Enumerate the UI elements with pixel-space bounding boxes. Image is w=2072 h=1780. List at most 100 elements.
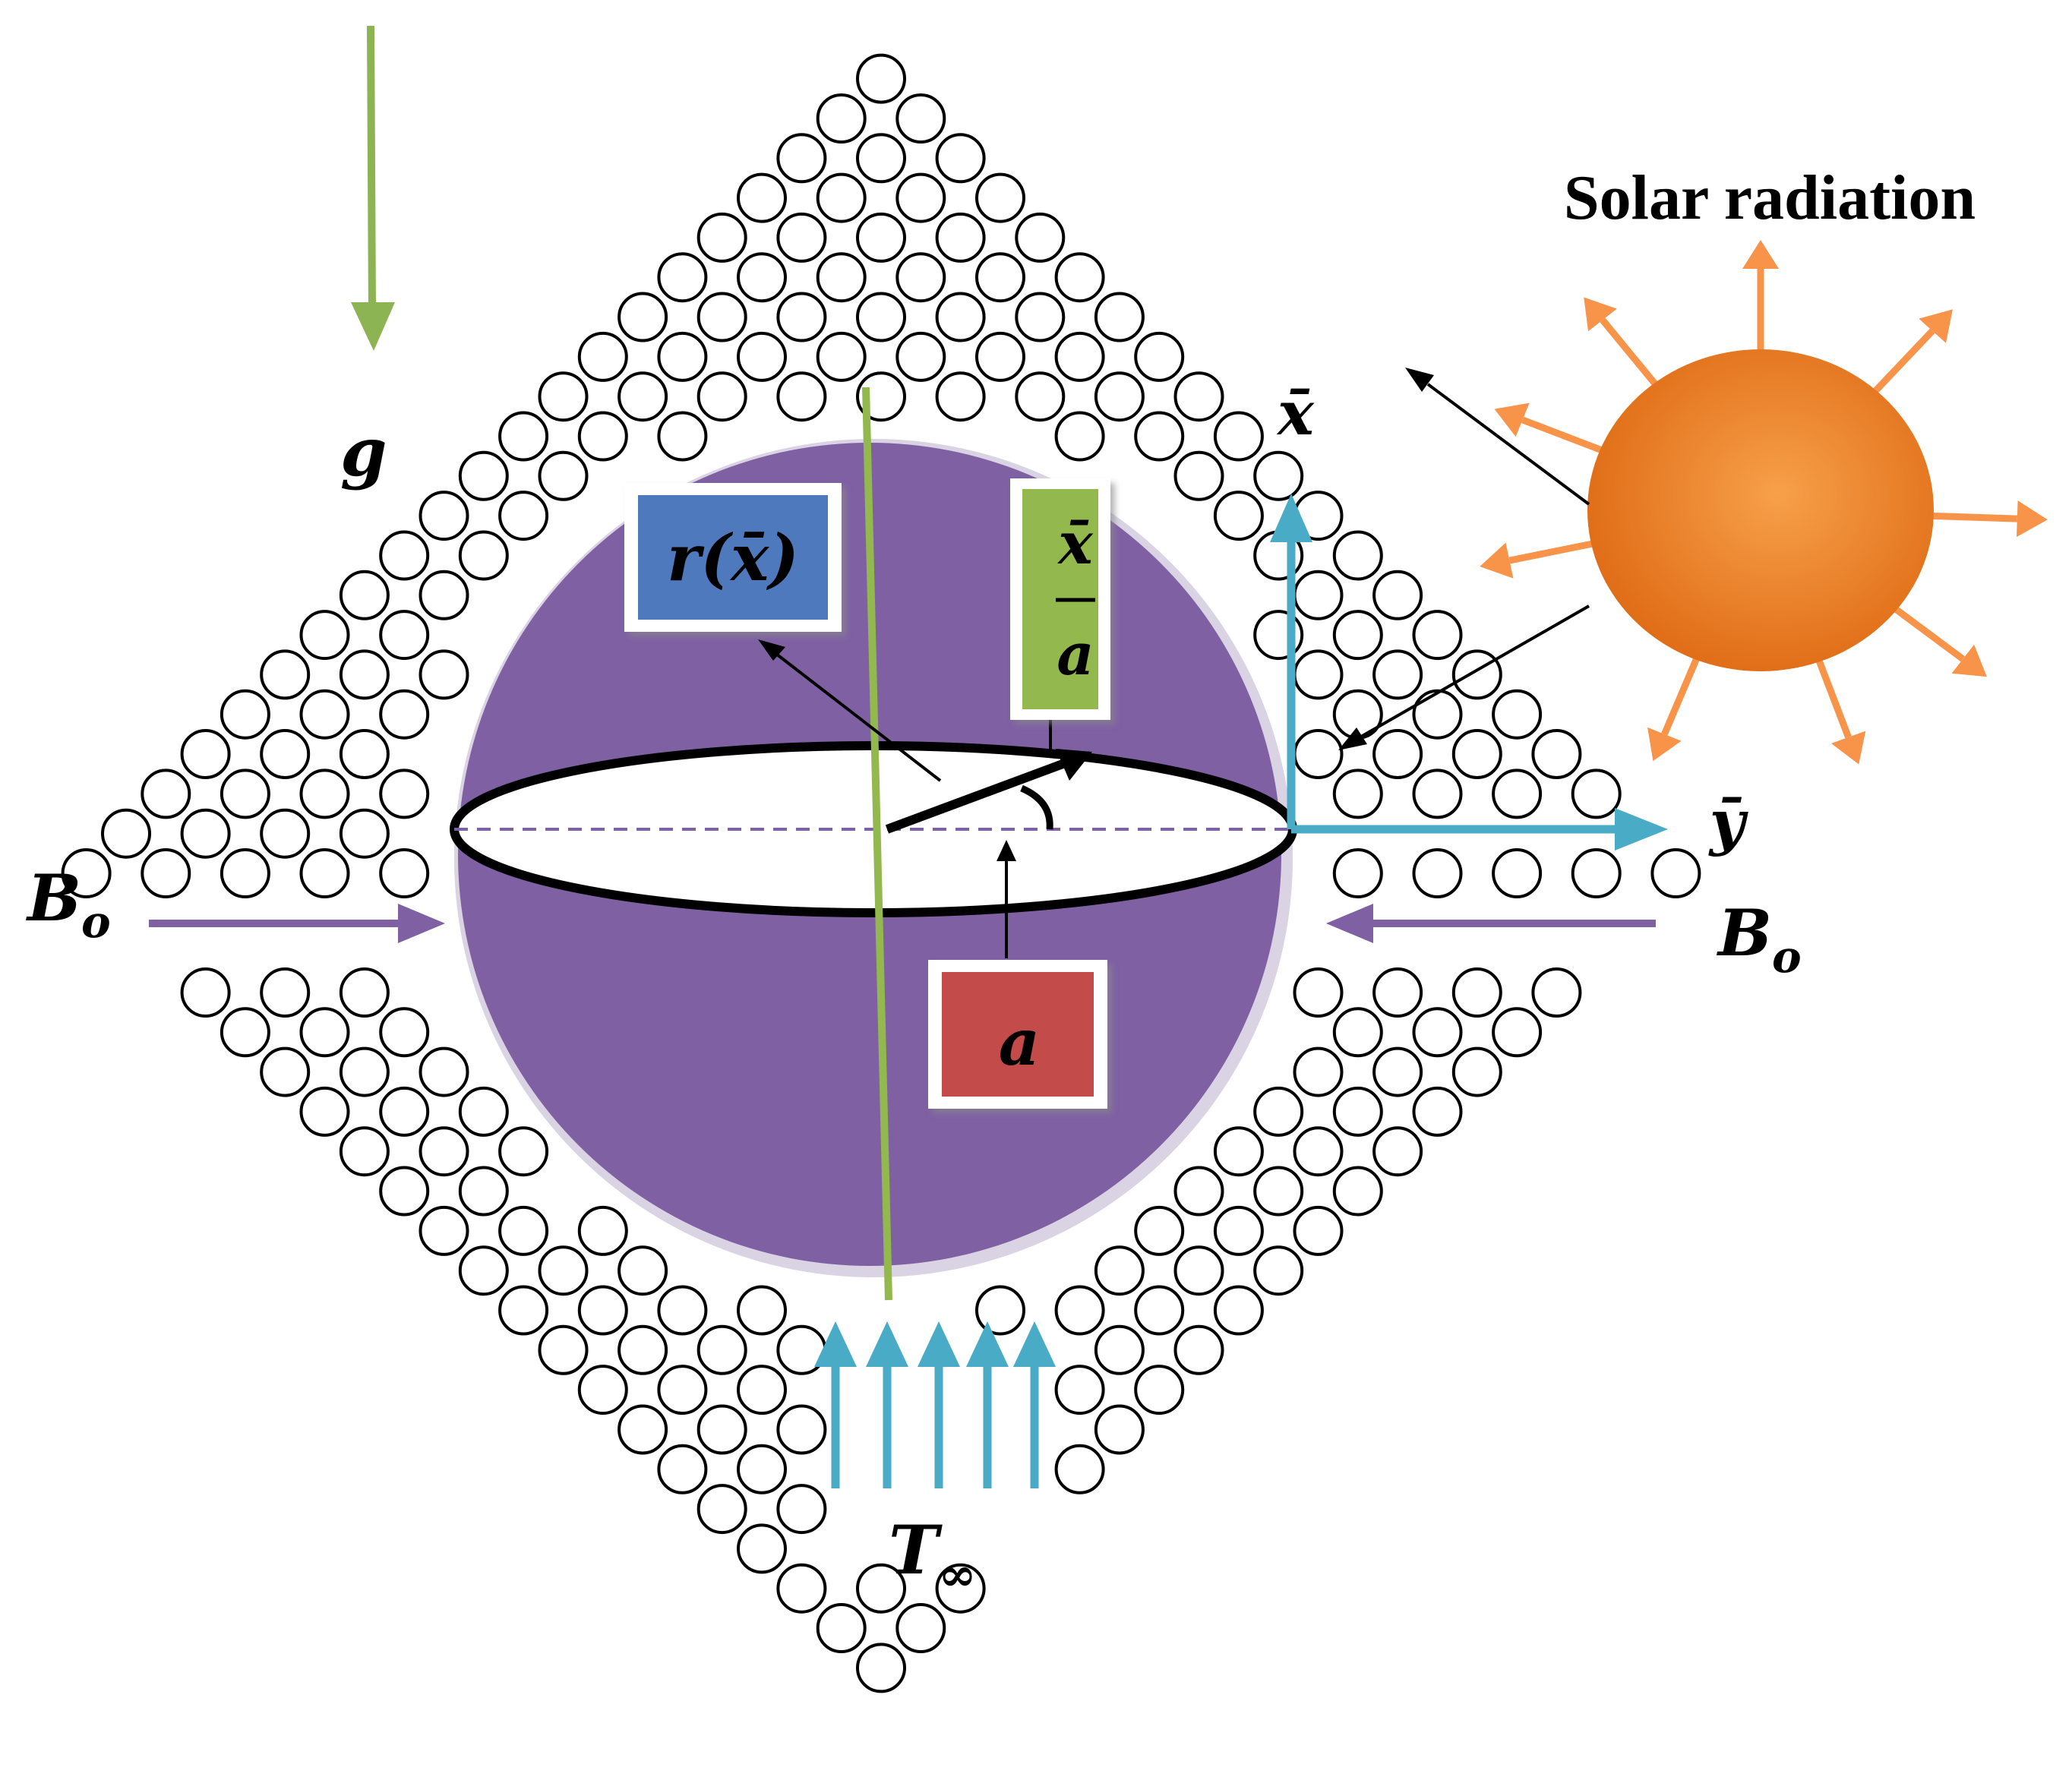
porous-dot-170 bbox=[1293, 1126, 1344, 1177]
porous-dot-74 bbox=[1015, 292, 1066, 342]
porous-dot-70 bbox=[379, 848, 430, 898]
porous-dot-34 bbox=[379, 610, 430, 661]
field-label-left: Bo bbox=[26, 860, 111, 948]
porous-dot-118 bbox=[1332, 610, 1383, 661]
sun-ray-2 bbox=[1600, 317, 1662, 391]
porous-dot-78 bbox=[299, 1007, 350, 1058]
porous-dot-152 bbox=[737, 1523, 787, 1574]
radius-a-label: a bbox=[999, 1005, 1040, 1080]
porous-dot-183 bbox=[1412, 1086, 1463, 1137]
ambient-arrow-head-4 bbox=[1013, 1321, 1056, 1367]
sun-ray-head-2 bbox=[1584, 297, 1617, 332]
porous-dot-139 bbox=[1492, 689, 1543, 740]
porous-dot-64 bbox=[180, 967, 231, 1018]
porous-dot-81 bbox=[1054, 331, 1105, 382]
porous-dot-87 bbox=[1094, 371, 1145, 422]
porous-dot-40 bbox=[141, 848, 191, 898]
porous-dot-72 bbox=[220, 1007, 270, 1058]
porous-dot-60 bbox=[776, 371, 827, 422]
porous-dot-194 bbox=[895, 1603, 946, 1653]
porous-dot-119 bbox=[1293, 649, 1344, 700]
porous-dot-67 bbox=[935, 292, 986, 342]
porous-dot-44 bbox=[816, 252, 867, 303]
porous-dot-29 bbox=[577, 411, 628, 462]
porous-dot-151 bbox=[776, 1484, 827, 1535]
porous-dot-193 bbox=[935, 1563, 986, 1614]
porous-dot-181 bbox=[1492, 1007, 1543, 1058]
ratio-numerator: x̄ bbox=[1057, 510, 1094, 577]
porous-dot-166 bbox=[1451, 967, 1502, 1018]
porous-dot-188 bbox=[1213, 1285, 1264, 1336]
porous-dot-93 bbox=[1134, 411, 1185, 462]
porous-dot-51 bbox=[339, 729, 390, 779]
ambient-arrow-head-3 bbox=[966, 1321, 1009, 1367]
ambient-arrow-head-0 bbox=[814, 1321, 857, 1367]
sun-ray-head-7 bbox=[1480, 542, 1514, 579]
porous-dot-140 bbox=[1451, 729, 1502, 779]
porous-dot-57 bbox=[895, 252, 946, 303]
porous-dot-27 bbox=[657, 331, 708, 382]
porous-dot-35 bbox=[339, 649, 390, 700]
porous-dot-144 bbox=[737, 1444, 787, 1494]
porous-dot-19 bbox=[101, 808, 151, 859]
radius-function-label: r(x̄) bbox=[667, 520, 799, 595]
porous-dot-191 bbox=[1094, 1404, 1145, 1455]
porous-dot-133 bbox=[1372, 729, 1423, 779]
porous-dot-177 bbox=[856, 1563, 906, 1614]
porous-dot-171 bbox=[1253, 1166, 1304, 1217]
porous-dot-175 bbox=[1094, 1324, 1145, 1375]
porous-dot-82 bbox=[1015, 371, 1066, 422]
porous-dot-123 bbox=[1412, 610, 1463, 661]
porous-dot-102 bbox=[1253, 450, 1304, 501]
porous-dot-134 bbox=[1332, 768, 1383, 819]
porous-dot-148 bbox=[1412, 848, 1463, 898]
porous-dot-159 bbox=[1213, 1126, 1264, 1177]
porous-dot-17 bbox=[180, 729, 231, 779]
porous-dot-129 bbox=[657, 1365, 708, 1415]
pointer-to-radius-box bbox=[772, 650, 942, 782]
porous-dot-157 bbox=[1293, 1046, 1344, 1097]
ratio-denominator: a bbox=[1057, 620, 1094, 688]
field-arrow-right-head bbox=[1326, 904, 1373, 943]
porous-dot-121 bbox=[617, 1324, 668, 1375]
sun-ray-7 bbox=[1508, 538, 1600, 564]
porous-medium-dots bbox=[61, 53, 1701, 1693]
porous-dot-128 bbox=[696, 1324, 747, 1375]
porous-dot-104 bbox=[498, 1205, 549, 1256]
porous-dot-105 bbox=[458, 1245, 509, 1296]
porous-dot-84 bbox=[339, 1046, 390, 1097]
porous-dot-143 bbox=[776, 1404, 827, 1455]
porous-dot-97 bbox=[1213, 411, 1264, 462]
porous-dot-33 bbox=[419, 570, 469, 620]
porous-dot-5 bbox=[657, 252, 708, 303]
y-axis-label: ȳ bbox=[1708, 786, 1749, 857]
porous-dot-8 bbox=[538, 371, 589, 422]
porous-dot-49 bbox=[419, 649, 469, 700]
porous-dot-172 bbox=[1213, 1205, 1264, 1256]
porous-dot-153 bbox=[1571, 768, 1622, 819]
porous-dot-187 bbox=[1253, 1245, 1304, 1296]
porous-dot-158 bbox=[1253, 1086, 1304, 1137]
porous-dot-178 bbox=[816, 1603, 867, 1653]
porous-dot-28 bbox=[617, 371, 668, 422]
porous-dot-130 bbox=[617, 1404, 668, 1455]
porous-dot-37 bbox=[260, 729, 311, 779]
porous-dot-165 bbox=[1571, 848, 1622, 898]
porous-dot-120 bbox=[657, 1285, 708, 1336]
porous-dot-0 bbox=[856, 53, 906, 104]
gravity-arrow bbox=[367, 25, 376, 311]
porous-dot-115 bbox=[577, 1285, 628, 1336]
sun-ray-head-5 bbox=[1831, 731, 1866, 765]
sun-ray-5 bbox=[1814, 655, 1852, 739]
porous-dot-112 bbox=[1293, 570, 1344, 620]
pointer-to-radius-box-head bbox=[758, 639, 785, 661]
porous-dot-100 bbox=[458, 1166, 509, 1217]
gravity-arrow-head bbox=[351, 302, 395, 351]
porous-dot-138 bbox=[657, 1444, 708, 1494]
porous-dot-131 bbox=[1451, 649, 1502, 700]
porous-dot-55 bbox=[975, 172, 1025, 223]
porous-dot-116 bbox=[538, 1324, 589, 1375]
porous-dot-83 bbox=[379, 1007, 430, 1058]
porous-dot-58 bbox=[856, 292, 906, 342]
